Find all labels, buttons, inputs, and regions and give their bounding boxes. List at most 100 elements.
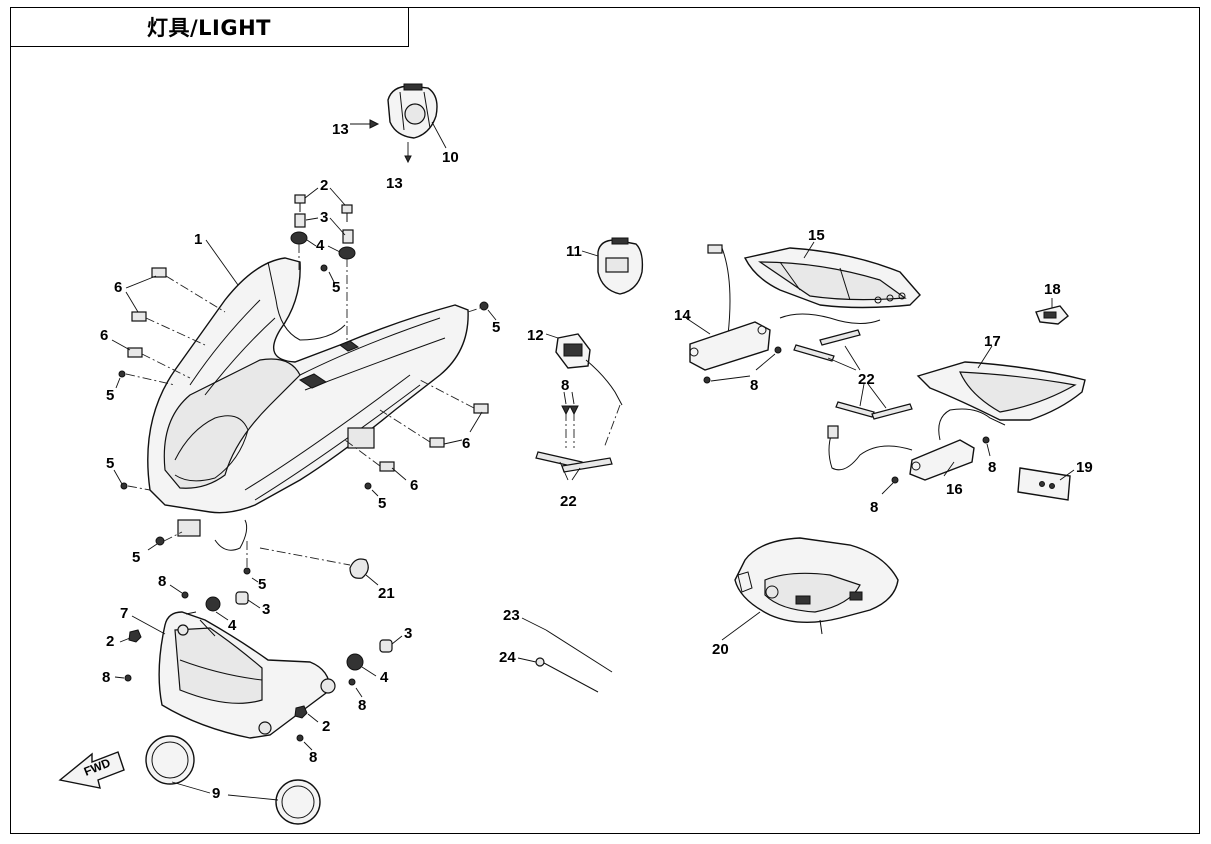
- part-20-rear-bracket: [734, 537, 899, 635]
- screw-5a: [479, 301, 489, 311]
- callout-9: 9: [212, 785, 220, 802]
- callout-3-lower-left: 3: [262, 601, 270, 618]
- callout-2-upper: 2: [320, 177, 328, 194]
- fwd-arrow-icon: FWD: [58, 751, 125, 789]
- callout-22-b: 22: [858, 371, 875, 388]
- callout-8-g: 8: [988, 459, 996, 476]
- callout-12: 12: [527, 327, 544, 344]
- connector-15: [707, 244, 723, 254]
- clip-6d: [473, 403, 489, 414]
- callout-19: 19: [1076, 459, 1093, 476]
- clip-6f: [379, 461, 395, 472]
- callout-8-c: 8: [358, 697, 366, 714]
- callout-8-b: 8: [102, 669, 110, 686]
- nut-8c: [348, 678, 356, 686]
- part-18-connector: [1035, 305, 1069, 325]
- callout-5-left-lower: 5: [106, 455, 114, 472]
- grommet-4-lower-left: [205, 596, 221, 612]
- callout-16: 16: [946, 481, 963, 498]
- part-9-lens-right: [275, 779, 321, 825]
- spacer-3-left: [294, 213, 306, 228]
- part-9-lens-left: [145, 735, 195, 785]
- title-block: 灯具/LIGHT: [10, 7, 409, 47]
- part-24-pin: [517, 657, 599, 693]
- callout-13-a: 13: [332, 121, 349, 138]
- screw-8-lamp-a: [982, 436, 990, 444]
- callout-5-bottom-left: 5: [132, 549, 140, 566]
- screw-8-relay-b: [569, 405, 579, 416]
- callout-18: 18: [1044, 281, 1061, 298]
- screw-5d: [364, 482, 372, 490]
- part-1-headlight-housing: [147, 257, 469, 551]
- part-12-relay: [545, 333, 623, 406]
- strip-22-d: [819, 329, 861, 346]
- clip-6b: [131, 311, 147, 322]
- callout-3-upper: 3: [320, 209, 328, 226]
- callout-6-b: 6: [100, 327, 108, 344]
- callout-8-h: 8: [870, 499, 878, 516]
- callout-5-center: 5: [378, 495, 386, 512]
- spacer-3-right: [342, 229, 354, 244]
- callout-6-c: 6: [462, 435, 470, 452]
- callout-5-right: 5: [492, 319, 500, 336]
- callout-24: 24: [499, 649, 516, 666]
- grommet-4-lower-right: [346, 653, 364, 671]
- clip-6c: [127, 347, 143, 358]
- screw-5f: [243, 567, 251, 575]
- callout-6-d: 6: [410, 477, 418, 494]
- bolt-2-lower-left: [119, 629, 142, 643]
- bolt-2-upper-left: [294, 194, 306, 212]
- callout-13-b: 13: [386, 175, 403, 192]
- callout-17: 17: [984, 333, 1001, 350]
- screw-8-lamp-b: [891, 476, 899, 484]
- callout-4-lower-left: 4: [228, 617, 237, 634]
- screw-8-relay-a: [561, 405, 571, 416]
- screw-8-module-b: [774, 346, 782, 354]
- nut-8d: [296, 734, 304, 742]
- callout-4-lower-right: 4: [380, 669, 389, 686]
- grommet-4-left: [290, 231, 308, 245]
- callout-11: 11: [566, 243, 582, 260]
- part-17-license-housing: [916, 361, 1086, 421]
- callout-labels: 1 2 2 2 3 3 3 4 4 4 5 5 5 5 5 5 5 6 6 6 …: [100, 121, 1093, 802]
- callout-2-lower-left: 2: [106, 633, 114, 650]
- strip-22-f: [871, 403, 913, 420]
- callout-8-d: 8: [309, 749, 317, 766]
- callout-8-a: 8: [158, 573, 166, 590]
- strip-22-c: [793, 344, 835, 362]
- callout-8-e: 8: [561, 377, 569, 394]
- screw-8-module-a: [703, 376, 711, 384]
- strip-22-e: [835, 401, 875, 418]
- part-19-reflector: [1017, 467, 1071, 501]
- callout-22-a: 22: [560, 493, 577, 510]
- page-title: 灯具/LIGHT: [146, 15, 271, 40]
- callout-14: 14: [674, 307, 691, 324]
- callout-2-lower-right: 2: [322, 718, 330, 735]
- part-10-switch-housing: [387, 83, 438, 139]
- wire-15b: [779, 313, 881, 324]
- part-21-wire-clip: [349, 558, 379, 586]
- part-15-rear-lamp: [743, 247, 921, 309]
- callout-7: 7: [120, 605, 128, 622]
- screw-5e: [155, 536, 165, 546]
- nut-8b: [124, 674, 132, 682]
- callout-4-upper: 4: [316, 237, 325, 254]
- callout-10: 10: [442, 149, 459, 166]
- clip-6e: [429, 437, 445, 448]
- clip-6a: [151, 267, 167, 278]
- drawing-frame: [10, 7, 1200, 834]
- callout-1: 1: [194, 231, 202, 248]
- callout-6-a: 6: [114, 279, 122, 296]
- callout-5-bottom: 5: [258, 576, 266, 593]
- bolt-2-lower-right: [294, 705, 319, 723]
- part-11-switch: [597, 237, 644, 295]
- wire-15: [721, 247, 731, 336]
- callout-20: 20: [712, 641, 729, 658]
- part-14-module: [689, 321, 771, 371]
- screw-5b: [118, 370, 126, 378]
- nut-8a: [181, 591, 189, 599]
- part-23-rod: [521, 617, 613, 673]
- callout-21: 21: [378, 585, 395, 602]
- callout-3-lower-right: 3: [404, 625, 412, 642]
